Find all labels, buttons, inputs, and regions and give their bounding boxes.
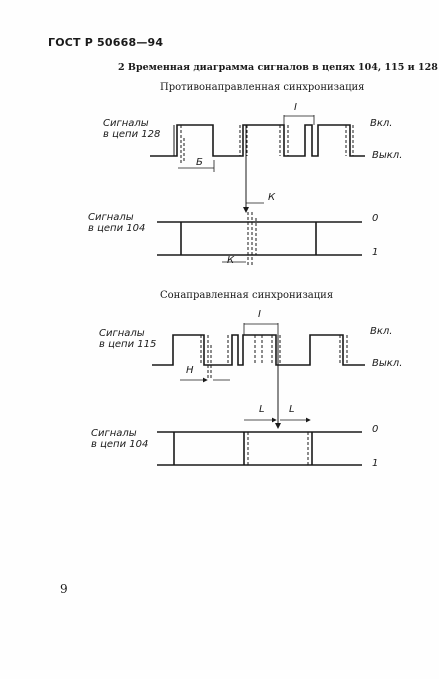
diagram2-signal104-label: Сигналы в цепи 104 (91, 428, 148, 450)
label-line: в цепи 104 (88, 223, 146, 234)
interval-i-label: I (294, 102, 297, 113)
signal-128-waveform (150, 124, 365, 157)
section-title: 2 Временная диаграмма сигналов в цепях 1… (118, 62, 438, 73)
label-line: Сигналы (88, 212, 134, 223)
interval-h-label: Н (186, 365, 194, 376)
interval-k-top-label: К (268, 192, 276, 203)
interval-k-bottom-label: К (227, 255, 235, 266)
diagram1-title: Противонаправленная синхронизация (160, 82, 365, 93)
interval-b-label: Б (196, 157, 203, 168)
interval-i-label: I (258, 309, 261, 320)
interval-l-right-label: L (289, 404, 295, 415)
level-1-label: 1 (372, 458, 379, 469)
label-line: Сигналы (91, 428, 137, 439)
level-0-label: 0 (372, 424, 379, 435)
diagram1-signal104-label: Сигналы в цепи 104 (88, 212, 145, 234)
label-line: в цепи 128 (103, 129, 161, 140)
label-line: Сигналы (99, 328, 145, 339)
off-label: Выкл. (372, 150, 403, 161)
on-label: Вкл. (370, 326, 393, 337)
diagram2-title: Сонаправленная синхронизация (160, 290, 334, 301)
label-line: Сигналы (103, 118, 149, 129)
level-0-label: 0 (372, 213, 379, 224)
on-label: Вкл. (370, 118, 393, 129)
off-label: Выкл. (372, 358, 403, 369)
document-header: ГОСТ Р 50668—94 (48, 36, 164, 49)
label-line: в цепи 115 (99, 339, 157, 350)
label-line: в цепи 104 (91, 439, 149, 450)
page-number: 9 (60, 582, 68, 596)
level-1-label: 1 (372, 247, 379, 258)
diagram2-signal115-label: Сигналы в цепи 115 (99, 328, 156, 350)
signal-115-waveform (152, 334, 365, 366)
diagram1-signal128-label: Сигналы в цепи 128 (103, 118, 160, 140)
interval-l-left-label: L (259, 404, 265, 415)
